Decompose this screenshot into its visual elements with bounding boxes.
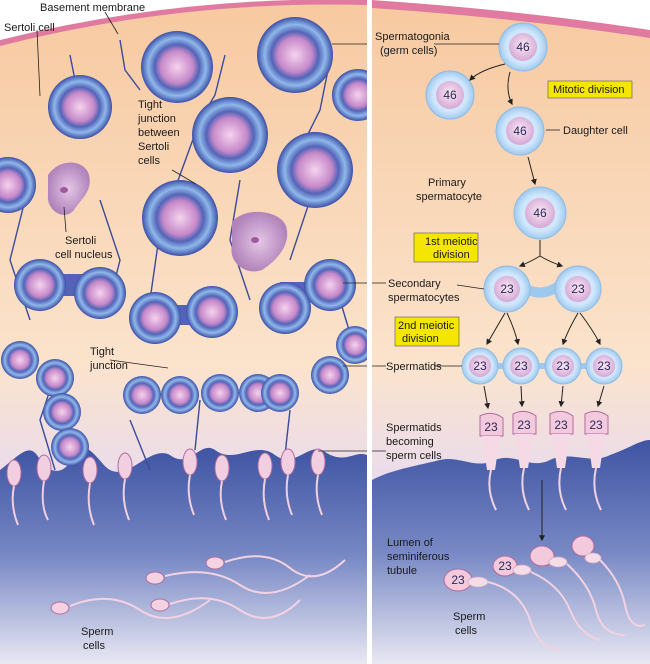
leader-lines bbox=[36, 11, 560, 452]
daughter-cell-label: Daughter cell bbox=[563, 125, 628, 137]
sertoli-cell-label: Sertoli cell bbox=[4, 22, 55, 34]
first-meiotic-label-1: 1st meiotic bbox=[425, 236, 478, 248]
basement-membrane-right bbox=[372, 0, 650, 38]
secondary-spermatocytes-label-1: Secondary bbox=[388, 278, 441, 290]
spermatid-3-count: 23 bbox=[556, 359, 570, 373]
secondary-left-count: 23 bbox=[500, 282, 514, 296]
tight-junction-between-label-4: Sertoli bbox=[138, 141, 169, 153]
arrows bbox=[469, 63, 605, 542]
daughter-left-count: 46 bbox=[443, 88, 457, 102]
spermatogonium-count: 46 bbox=[516, 40, 530, 54]
lumen-label-2: seminiferous bbox=[387, 551, 450, 563]
maturing-spermatids: 23 23 23 23 bbox=[479, 410, 609, 511]
spermatogonium-cell bbox=[142, 180, 218, 256]
tight-junction-between-label-1: Tight bbox=[138, 99, 162, 111]
free-sperm-left bbox=[50, 555, 346, 619]
sertoli-nucleus-label-1: Sertoli bbox=[65, 235, 96, 247]
elongating-spermatids-left bbox=[6, 448, 326, 526]
spermatogonium-cell bbox=[141, 31, 213, 103]
sertoli-nucleolus-2 bbox=[251, 237, 259, 243]
second-meiotic-box bbox=[394, 316, 460, 347]
spermatids-label: Spermatids bbox=[386, 361, 442, 373]
spermatogonium-cell bbox=[277, 132, 353, 208]
lumen-label-1: Lumen of bbox=[387, 537, 434, 549]
mitotic-division-label: Mitotic division bbox=[553, 84, 625, 96]
spermatogonia-cells-left bbox=[0, 17, 367, 256]
sertoli-nucleolus-1 bbox=[60, 187, 68, 193]
spermatids-becoming-label-1: Spermatids bbox=[386, 422, 442, 434]
tight-junction-label-1: Tight bbox=[90, 346, 114, 358]
daughter-right-count: 46 bbox=[513, 124, 527, 138]
primary-count: 46 bbox=[533, 206, 547, 220]
maturing-1-count: 23 bbox=[484, 420, 498, 434]
first-meiotic-label-2: division bbox=[433, 249, 470, 261]
secondary-right-count: 23 bbox=[571, 282, 585, 296]
sperm-cells-right-label-1: Sperm bbox=[453, 611, 485, 623]
spermatogonium-cell bbox=[0, 157, 36, 213]
left-panel bbox=[0, 0, 367, 664]
second-meiotic-label-1: 2nd meiotic bbox=[398, 320, 455, 332]
lumen-left bbox=[0, 447, 367, 664]
spermatids-left bbox=[1, 326, 367, 466]
tight-junction-between-label-3: between bbox=[138, 127, 180, 139]
sperm-2-count: 23 bbox=[498, 559, 512, 573]
spermatogonium-cell bbox=[257, 17, 333, 93]
lumen-right bbox=[372, 440, 650, 664]
free-sperm-right: 23 23 bbox=[443, 535, 646, 651]
sertoli-nucleus-1 bbox=[47, 162, 90, 215]
spermatids-becoming-label-3: sperm cells bbox=[386, 450, 442, 462]
spermatogonia-label-2: (germ cells) bbox=[380, 45, 437, 57]
maturing-4-count: 23 bbox=[589, 418, 603, 432]
lineage-cells: 46 46 46 46 23 23 23 23 23 bbox=[425, 22, 646, 651]
spermatid-4-count: 23 bbox=[597, 359, 611, 373]
basement-membrane-left bbox=[0, 0, 367, 46]
sperm-cells-left-label-1: Sperm bbox=[81, 626, 113, 638]
spermatogonium-cell bbox=[332, 69, 367, 121]
second-meiotic-label-2: division bbox=[402, 333, 439, 345]
spermatogonium-cell bbox=[48, 75, 112, 139]
secondary-spermatocytes-label-2: spermatocytes bbox=[388, 292, 460, 304]
spermatid-1-count: 23 bbox=[473, 359, 487, 373]
first-meiotic-box bbox=[413, 232, 479, 263]
spermatogonium-cell bbox=[192, 97, 268, 173]
sperm-cells-left-label-2: cells bbox=[83, 640, 106, 652]
basement-membrane-label: Basement membrane bbox=[40, 2, 145, 14]
secondary-spermatocytes-left bbox=[14, 259, 356, 344]
mitotic-division-box bbox=[547, 80, 633, 99]
primary-spermatocyte-label-1: Primary bbox=[428, 177, 466, 189]
tight-junction-between-label-2: junction bbox=[137, 113, 176, 125]
sperm-1-count: 23 bbox=[451, 573, 465, 587]
maturing-3-count: 23 bbox=[554, 418, 568, 432]
spermatids-becoming-label-2: becoming bbox=[386, 436, 434, 448]
tight-junction-between-label-5: cells bbox=[138, 155, 161, 167]
spermatogonia-label-1: Spermatogonia bbox=[375, 31, 450, 43]
spermatogonium-nucleus bbox=[509, 33, 537, 61]
sertoli-nucleus-label-2: cell nucleus bbox=[55, 249, 113, 261]
panel-divider bbox=[367, 0, 372, 664]
spermatid-2-count: 23 bbox=[514, 359, 528, 373]
maturing-2-count: 23 bbox=[517, 418, 531, 432]
sertoli-nucleus-2 bbox=[231, 211, 288, 272]
sperm-cells-right-label-2: cells bbox=[455, 625, 478, 637]
tight-junction-label-2: junction bbox=[89, 360, 128, 372]
lumen-label-3: tubule bbox=[387, 565, 417, 577]
primary-spermatocyte-label-2: spermatocyte bbox=[416, 191, 482, 203]
